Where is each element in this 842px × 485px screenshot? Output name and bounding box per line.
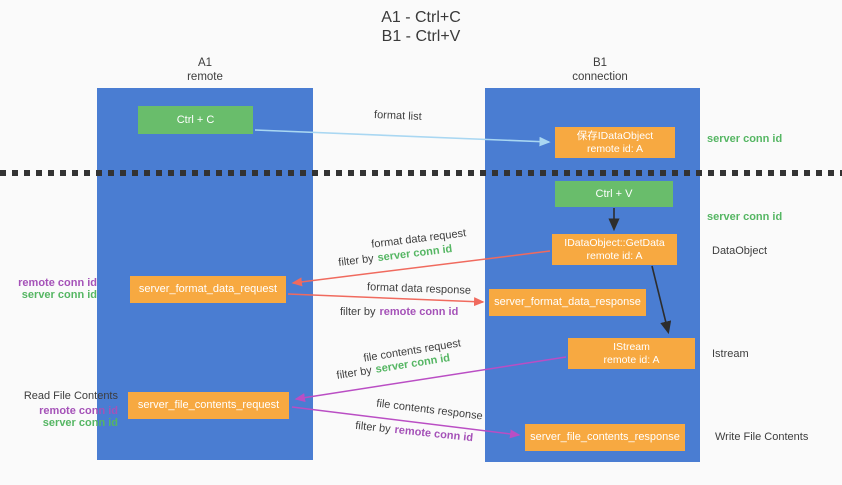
title-line-2: B1 - Ctrl+V [381,28,461,45]
ctrl-c-node: Ctrl + C [138,106,253,134]
ctrl-v-label: Ctrl + V [595,187,633,200]
filter-by-text: filter by [340,306,376,318]
write-file-contents-label: Write File Contents [715,431,809,443]
conn-id-pair-format: remote conn id server conn id [0,277,97,301]
save-dataobject-line1: 保存IDataObject [576,129,654,142]
column-a1-header: A1 remote [145,56,265,84]
remote-conn-id-text: remote conn id [393,423,474,445]
title-line-1: A1 - Ctrl+C [381,9,461,26]
column-b1-header: B1 connection [540,56,660,84]
read-file-contents-label: Read File Contents [23,390,118,402]
server-conn-id-side-label-mid: server conn id [707,211,783,223]
istream-line2: remote id: A [603,353,660,366]
save-dataobject-node: 保存IDataObject remote id: A [555,127,675,158]
filter-by-text: filter by [354,419,392,436]
server-file-contents-request-label: server_file_contents_request [137,399,280,411]
format-list-label: format list [373,108,422,124]
ctrl-c-label: Ctrl + C [176,113,215,126]
session-divider-dotted-line [0,170,842,176]
dataobject-side-label: DataObject [712,245,768,257]
column-a1-name: A1 [197,57,213,69]
server-file-contents-response-node: server_file_contents_response [525,424,685,451]
column-b1-name: B1 [592,57,608,69]
read-file-contents-block: Read File Contents remote conn id server… [0,390,118,429]
server-format-data-request-label: server_format_data_request [138,283,278,295]
column-b1-role: connection [572,71,628,83]
server-format-data-request-node: server_format_data_request [130,276,286,303]
getdata-line1: IDataObject::GetData [564,236,665,249]
save-dataobject-line2: remote id: A [586,142,644,155]
istream-line1: IStream [613,340,650,353]
diagram-title: A1 - Ctrl+C B1 - Ctrl+V [331,8,511,46]
server-format-data-response-label: server_format_data_response [494,296,641,308]
remote-conn-id-side-label-2: remote conn id [39,405,118,417]
format-data-response-label: format data response [366,281,472,297]
file-contents-response-label: file contents response [375,397,484,423]
istream-node: IStream remote id: A [568,338,695,369]
server-file-contents-response-label: server_file_contents_response [530,431,680,443]
ctrl-v-node: Ctrl + V [555,181,673,207]
getdata-node: IDataObject::GetData remote id: A [552,234,677,265]
server-file-contents-request-node: server_file_contents_request [128,392,289,419]
server-conn-id-side-label-top: server conn id [707,133,783,145]
filter-by-text: filter by [335,364,373,382]
getdata-line2: remote id: A [586,249,643,262]
server-conn-id-side-label-2: server conn id [42,417,118,429]
filter-by-text: filter by [337,252,375,269]
column-a1-role: remote [187,71,223,83]
remote-conn-id-text: remote conn id [379,306,459,318]
server-conn-id-side-label-1: server conn id [21,289,97,301]
remote-conn-id-side-label-1: remote conn id [18,277,97,289]
istream-side-label: Istream [712,348,749,360]
server-format-data-response-node: server_format_data_response [489,289,646,316]
